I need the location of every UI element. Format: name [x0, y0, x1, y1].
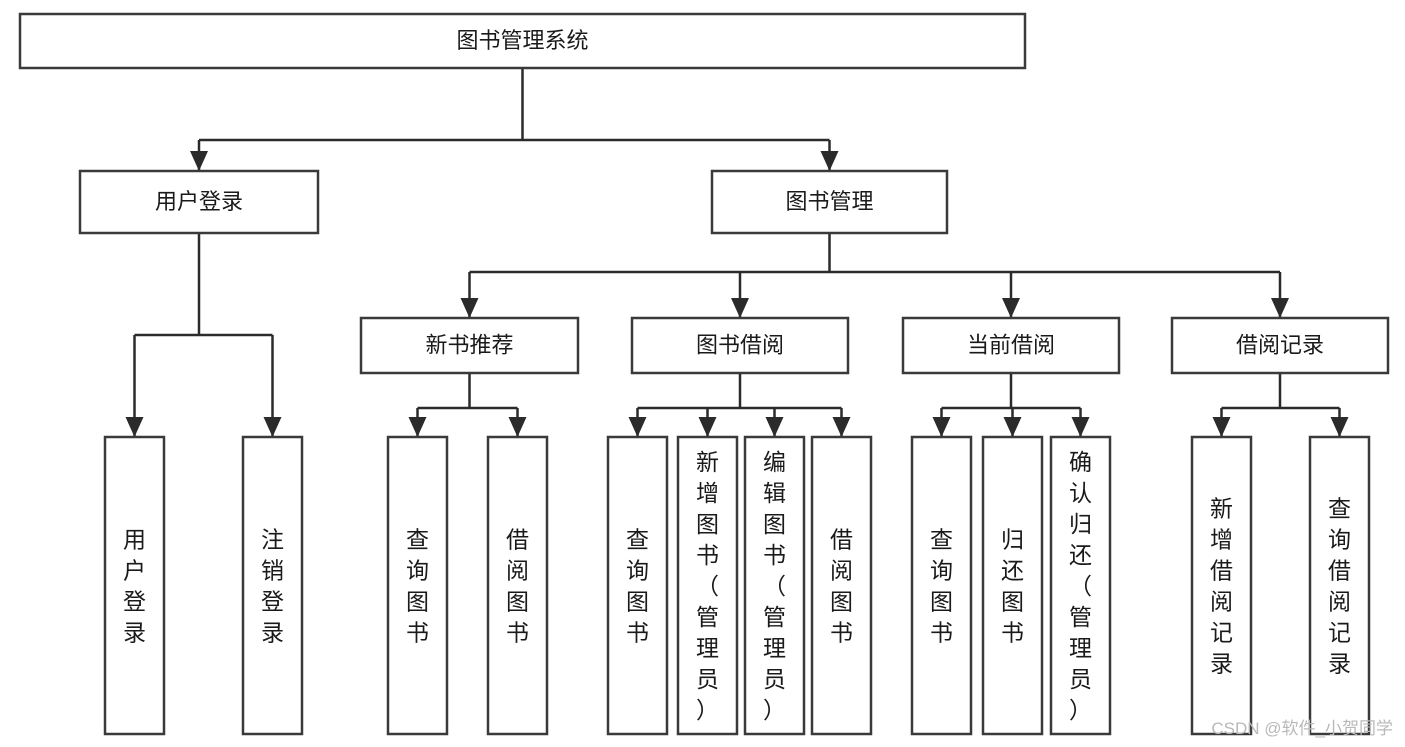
- node-box[interactable]: [359, 316, 580, 375]
- arrow-head-icon: [460, 298, 479, 318]
- node-box[interactable]: [901, 316, 1121, 375]
- arrow-head-icon: [408, 417, 427, 437]
- node-leaf-查询图书[interactable]: 查询图书: [606, 435, 669, 736]
- node-label: 借阅记录: [1236, 332, 1324, 357]
- node-leaf-归还图书[interactable]: 归还图书: [981, 435, 1044, 736]
- node-leaf-新增图书管理员[interactable]: 新增图书（管理员）: [676, 435, 739, 736]
- node-label: 查询图书: [930, 527, 953, 646]
- node-label: 确认归还（管理员）: [1069, 449, 1092, 723]
- node-level3-当前借阅[interactable]: 当前借阅: [901, 316, 1121, 375]
- node-box[interactable]: [630, 316, 850, 375]
- node-label: 当前借阅: [967, 332, 1055, 357]
- node-label: 用户登录: [123, 527, 146, 646]
- node-box[interactable]: [18, 12, 1027, 70]
- node-layer: 图书管理系统用户登录图书管理新书推荐图书借阅当前借阅借阅记录用户登录注销登录查询…: [18, 12, 1390, 736]
- arrow-head-icon: [1330, 417, 1349, 437]
- connector-layer: [125, 68, 1349, 437]
- arrow-head-icon: [1071, 417, 1090, 437]
- node-box[interactable]: [910, 435, 973, 736]
- node-box[interactable]: [1170, 316, 1390, 375]
- node-leaf-注销登录[interactable]: 注销登录: [241, 435, 304, 736]
- node-leaf-借阅图书[interactable]: 借阅图书: [810, 435, 873, 736]
- node-box[interactable]: [486, 435, 549, 736]
- arrow-head-icon: [1271, 298, 1289, 318]
- node-box[interactable]: [743, 435, 806, 736]
- node-label: 注销登录: [261, 527, 284, 646]
- node-box[interactable]: [241, 435, 304, 736]
- arrow-head-icon: [832, 417, 851, 437]
- node-box[interactable]: [981, 435, 1044, 736]
- node-leaf-确认归还管理员[interactable]: 确认归还（管理员）: [1049, 435, 1112, 736]
- node-label: 新书推荐: [425, 332, 513, 357]
- arrow-head-icon: [731, 298, 749, 318]
- node-label: 新增借阅记录: [1210, 496, 1233, 677]
- node-box[interactable]: [1190, 435, 1253, 736]
- node-box[interactable]: [78, 169, 320, 235]
- arrow-head-icon: [508, 417, 527, 437]
- node-label: 查询图书: [406, 527, 429, 646]
- node-leaf-查询借阅记录[interactable]: 查询借阅记录: [1308, 435, 1371, 736]
- arrow-head-icon: [628, 417, 647, 437]
- node-level2-图书管理[interactable]: 图书管理: [710, 169, 949, 235]
- node-box[interactable]: [710, 169, 949, 235]
- node-box[interactable]: [1308, 435, 1371, 736]
- node-label: 图书借阅: [696, 332, 784, 357]
- arrow-head-icon: [932, 417, 951, 437]
- arrow-head-icon: [1212, 417, 1231, 437]
- node-leaf-借阅图书[interactable]: 借阅图书: [486, 435, 549, 736]
- arrow-head-icon: [1002, 298, 1020, 318]
- node-level2-用户登录[interactable]: 用户登录: [78, 169, 320, 235]
- arrow-head-icon: [820, 151, 839, 171]
- arrow-head-icon: [263, 417, 282, 437]
- node-box[interactable]: [1049, 435, 1112, 736]
- node-label: 用户登录: [155, 189, 243, 214]
- arrow-head-icon: [125, 417, 144, 437]
- arrow-head-icon: [190, 151, 208, 171]
- node-level3-图书借阅[interactable]: 图书借阅: [630, 316, 850, 375]
- node-box[interactable]: [103, 435, 166, 736]
- node-label: 查询图书: [626, 527, 649, 646]
- node-root-图书管理系统[interactable]: 图书管理系统: [18, 12, 1027, 70]
- node-label: 图书管理系统: [456, 28, 588, 53]
- node-label: 查询借阅记录: [1328, 496, 1351, 677]
- node-label: 编辑图书（管理员）: [763, 449, 786, 723]
- node-label: 图书管理: [785, 189, 873, 214]
- node-label: 借阅图书: [830, 527, 853, 646]
- node-level3-新书推荐[interactable]: 新书推荐: [359, 316, 580, 375]
- node-label: 借阅图书: [506, 527, 529, 646]
- node-label: 归还图书: [1001, 527, 1024, 646]
- node-level3-借阅记录[interactable]: 借阅记录: [1170, 316, 1390, 375]
- node-leaf-编辑图书管理员[interactable]: 编辑图书（管理员）: [743, 435, 806, 736]
- node-leaf-新增借阅记录[interactable]: 新增借阅记录: [1190, 435, 1253, 736]
- arrow-head-icon: [765, 417, 784, 437]
- node-leaf-用户登录[interactable]: 用户登录: [103, 435, 166, 736]
- node-box[interactable]: [676, 435, 739, 736]
- arrow-head-icon: [698, 417, 717, 437]
- node-box[interactable]: [606, 435, 669, 736]
- arrow-head-icon: [1003, 417, 1022, 437]
- node-box[interactable]: [810, 435, 873, 736]
- node-leaf-查询图书[interactable]: 查询图书: [386, 435, 449, 736]
- node-label: 新增图书（管理员）: [696, 449, 719, 723]
- node-box[interactable]: [386, 435, 449, 736]
- node-leaf-查询图书[interactable]: 查询图书: [910, 435, 973, 736]
